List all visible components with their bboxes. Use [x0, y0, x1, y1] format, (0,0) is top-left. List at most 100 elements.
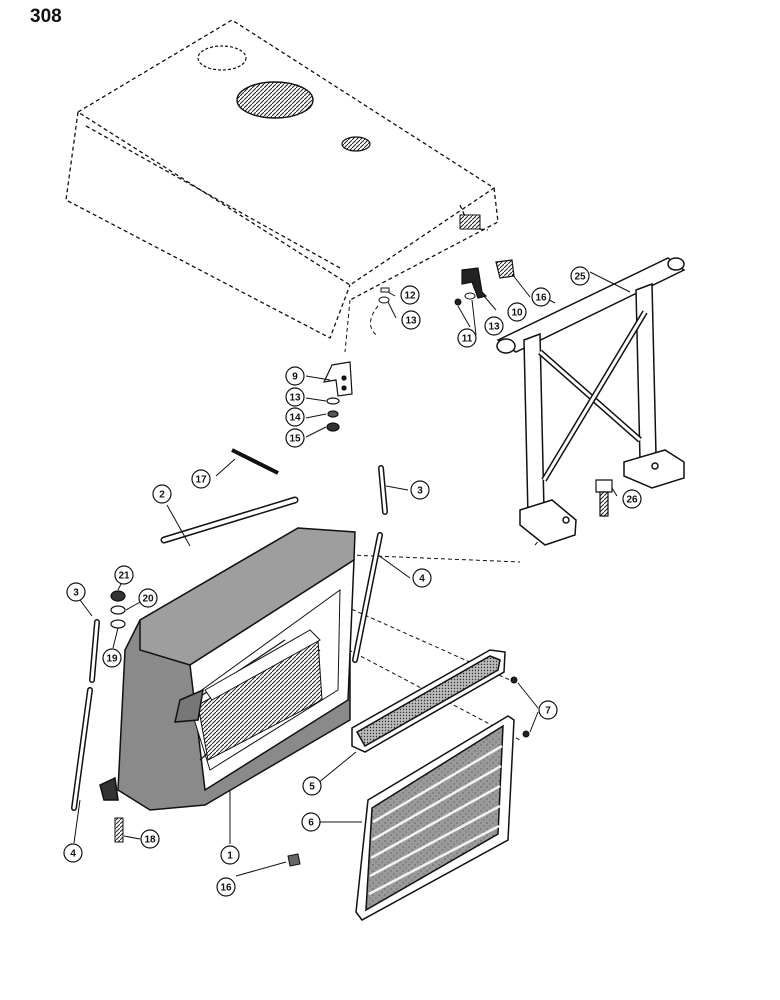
callout-label: 5 [309, 782, 315, 793]
callout-circle [410, 480, 430, 500]
callout-circle [140, 829, 160, 849]
seal-strip-2-inner [162, 498, 297, 542]
callout-label: 13 [289, 393, 301, 404]
callout-label: 6 [308, 818, 314, 829]
callout-c3b: 3 [66, 582, 86, 602]
callout-circle [400, 285, 420, 305]
hood [65, 19, 499, 339]
callout-c5: 5 [302, 776, 322, 796]
nut-21 [110, 590, 126, 602]
grille-frame-1 [99, 527, 356, 811]
callout-circle [531, 287, 551, 307]
support-frame-25 [496, 257, 686, 546]
callout-label: 10 [511, 308, 523, 319]
callout-c3a: 3 [410, 480, 430, 500]
callout-label: 9 [292, 372, 298, 383]
callout-circle [191, 469, 211, 489]
clip-16-lower [287, 853, 301, 867]
stud-18 [114, 817, 124, 843]
callout-c12: 12 [400, 285, 420, 305]
callout-c10: 10 [507, 302, 527, 322]
callout-label: 11 [462, 334, 473, 345]
callout-c13c: 13 [285, 387, 305, 407]
callout-c11: 11 [457, 328, 477, 348]
callout-circle [285, 366, 305, 386]
callout-c2: 2 [152, 484, 172, 504]
callout-label: 7 [545, 706, 551, 717]
bracket-10 [461, 267, 488, 299]
hood-opening-center [236, 81, 314, 119]
callout-circle [138, 588, 158, 608]
callout-c17: 17 [191, 469, 211, 489]
lock-washer-14 [327, 410, 339, 418]
seal-17 [231, 448, 279, 475]
callout-circle [63, 843, 83, 863]
callout-c14: 14 [285, 407, 305, 427]
callout-label: 4 [419, 574, 425, 585]
callout-c16b: 16 [216, 877, 236, 897]
callout-label: 1 [227, 851, 233, 862]
callout-c26: 26 [622, 489, 642, 509]
callout-circle [114, 565, 134, 585]
clip-16-upper [495, 259, 515, 279]
washer-13-lower [326, 397, 340, 405]
callout-circle [285, 428, 305, 448]
hood-opening-rear [197, 45, 247, 71]
callout-circle [538, 700, 558, 720]
callout-label: 19 [106, 654, 118, 665]
callout-c21: 21 [114, 565, 134, 585]
screws-7 [510, 676, 530, 738]
callout-circle [220, 845, 240, 865]
callout-c6: 6 [301, 812, 321, 832]
callout-label: 15 [289, 434, 301, 445]
callout-c4a: 4 [412, 568, 432, 588]
callout-circle [302, 776, 322, 796]
callout-label: 13 [488, 322, 500, 333]
callout-circle [285, 407, 305, 427]
fastener-11-13 [454, 292, 476, 306]
callout-label: 21 [118, 571, 130, 582]
callout-circle [401, 310, 421, 330]
callout-label: 18 [144, 835, 156, 846]
callout-circle [412, 568, 432, 588]
callout-label: 13 [405, 316, 417, 327]
callout-label: 16 [220, 883, 232, 894]
callout-circle [507, 302, 527, 322]
callout-label: 2 [159, 490, 165, 501]
hood-opening-front [341, 136, 371, 152]
bolt-12 [378, 287, 390, 304]
callout-c20: 20 [138, 588, 158, 608]
page-number: 308 [30, 6, 62, 27]
washer-20 [110, 605, 126, 615]
washer-19 [110, 619, 126, 629]
callout-c18: 18 [140, 829, 160, 849]
callout-circle [570, 266, 590, 286]
callout-c13b: 13 [484, 316, 504, 336]
callout-circle [484, 316, 504, 336]
callout-label: 17 [195, 475, 207, 486]
callout-circle [102, 648, 122, 668]
callout-c15: 15 [285, 428, 305, 448]
callout-label: 20 [142, 594, 154, 605]
callout-c1: 1 [220, 845, 240, 865]
callout-circle [152, 484, 172, 504]
callout-circle [457, 328, 477, 348]
nut-washer-stack [110, 590, 126, 629]
callout-label: 3 [73, 588, 79, 599]
callout-label: 4 [70, 849, 76, 860]
callout-label: 12 [404, 291, 416, 302]
nut-15 [326, 422, 340, 432]
washer-13-upper [378, 296, 390, 304]
leader-lines [73, 271, 631, 877]
callout-circle [216, 877, 236, 897]
washer-nut-stack [326, 397, 340, 432]
screw-11 [454, 298, 462, 306]
callout-circle [66, 582, 86, 602]
callout-c25: 25 [570, 266, 590, 286]
callout-c13a: 13 [401, 310, 421, 330]
seal-strips-side-inner [72, 466, 387, 810]
callout-label: 26 [626, 495, 638, 506]
grille-6 [355, 715, 515, 921]
